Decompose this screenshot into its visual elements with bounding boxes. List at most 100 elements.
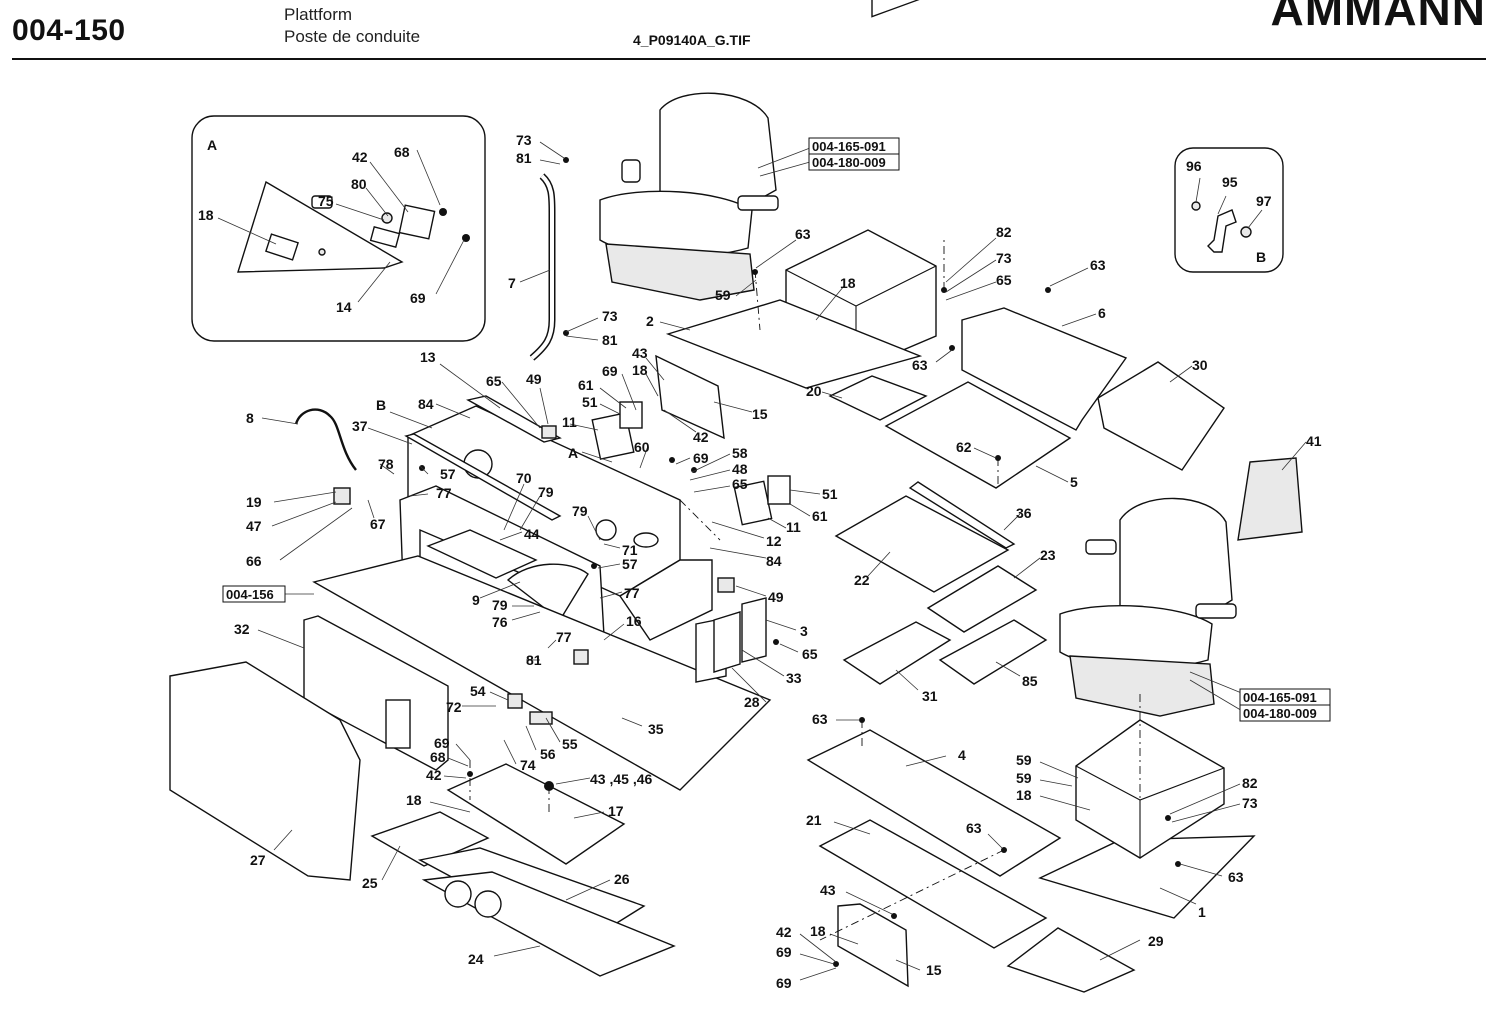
detail-a-slot	[311, 195, 333, 209]
ref-seat-top-2: 004-180-009	[812, 155, 886, 170]
part-label: 18	[840, 275, 856, 291]
mat-22	[834, 495, 1010, 593]
seat-top-armrest	[737, 195, 779, 211]
part-label: 96	[1186, 158, 1202, 174]
part-label: 18	[1016, 787, 1032, 803]
part-label: 55	[562, 736, 578, 752]
part-label: 17	[608, 803, 624, 819]
part-label: 15	[752, 406, 768, 422]
part-label: 58	[732, 445, 748, 461]
part-label: 42	[426, 767, 442, 783]
cushion-30	[1097, 361, 1225, 471]
part-label: 19	[246, 494, 262, 510]
document-number: 004-150	[12, 14, 126, 47]
part-label: 74	[520, 757, 536, 773]
part-label: 59	[1016, 752, 1032, 768]
gasket-51a	[619, 401, 643, 429]
gasket-51b	[767, 475, 791, 505]
switch-16	[573, 649, 589, 665]
handrail-inner	[530, 174, 554, 360]
detail-a-hole	[318, 248, 326, 256]
part-label: 54	[470, 683, 486, 699]
part-label: 23	[1040, 547, 1056, 563]
part-label: 18	[632, 362, 648, 378]
part-label: 6	[1098, 305, 1106, 321]
ref-seat-right-2: 004-180-009	[1243, 706, 1317, 721]
part-label: 69	[776, 944, 792, 960]
part-label: 71	[622, 542, 638, 558]
panel-6	[961, 307, 1128, 431]
console-cutout-3	[633, 532, 659, 548]
centerline	[754, 269, 761, 331]
screw	[669, 457, 675, 463]
part-label: 66	[246, 553, 262, 569]
title-line-fr: Poste de conduite	[284, 27, 421, 46]
detail-b-label: B	[1256, 249, 1266, 265]
part-label: 79	[492, 597, 508, 613]
part-label: 27	[250, 852, 266, 868]
part-label: 78	[378, 456, 394, 472]
title-block: Plattform Poste de conduite	[284, 4, 420, 48]
detail-a-washer	[381, 212, 393, 224]
part-label: 97	[1256, 193, 1272, 209]
detail-a-screw	[439, 208, 447, 216]
part-label: 37	[352, 418, 368, 434]
detail-a-plate	[265, 233, 299, 261]
part-label: 11	[562, 414, 577, 430]
switch-56	[529, 711, 553, 725]
bracket-33	[713, 611, 741, 673]
screw	[891, 913, 897, 919]
part-label: 29	[1148, 933, 1164, 949]
part-label: 28	[744, 694, 760, 710]
part-label: 69	[693, 450, 709, 466]
detail-b-frame	[1174, 147, 1284, 273]
plate-17	[446, 763, 626, 865]
part-label: 21	[806, 812, 822, 828]
header-rule	[12, 58, 1486, 60]
insulation-27	[169, 661, 361, 881]
part-label: 85	[1022, 673, 1038, 689]
part-label: 70	[516, 470, 532, 486]
part-label: 49	[526, 371, 542, 387]
part-label: 84	[418, 396, 434, 412]
base-plate-1	[1038, 835, 1256, 919]
part-label: 65	[996, 272, 1012, 288]
detail-b-bracket	[1207, 209, 1237, 253]
bracket-3	[741, 597, 767, 663]
part-label: 18	[198, 207, 214, 223]
seat-top-backrest	[659, 92, 777, 211]
part-label: 68	[394, 144, 410, 160]
part-label: 11	[786, 519, 801, 535]
part-label: 73	[516, 132, 532, 148]
part-label: 4	[958, 747, 966, 763]
ref-left-frame: 004-156	[226, 587, 274, 602]
part-label: 73	[602, 308, 618, 324]
part-label: 43 ,45 ,46	[590, 771, 652, 787]
brand-logo: AMMANN	[1270, 0, 1486, 35]
part-label: 43	[632, 345, 648, 361]
part-label: 22	[854, 572, 870, 588]
backrest-cushion	[1237, 457, 1303, 541]
seat-top-lever	[621, 159, 641, 183]
part-labels: A 42 68 80 75 18 69 14 96 95 97 B 73 81 …	[198, 132, 1322, 991]
part-label: 42	[693, 429, 709, 445]
part-label: 59	[715, 287, 731, 303]
part-label: 65	[486, 373, 502, 389]
reference-boxes: 004-165-091 004-180-009 004-165-091 004-…	[222, 137, 1331, 722]
part-label: 5	[1070, 474, 1078, 490]
part-label: 51	[822, 486, 838, 502]
part-label: 35	[648, 721, 664, 737]
mat-24-hole-1	[444, 880, 472, 908]
part-label: 36	[1016, 505, 1032, 521]
part-label: 72	[446, 699, 462, 715]
part-label: 31	[922, 688, 938, 704]
part-label: 84	[766, 553, 782, 569]
cover-15b	[837, 903, 909, 988]
bracket-panel	[385, 699, 411, 749]
pad-29	[1006, 927, 1136, 993]
part-label: 15	[926, 962, 942, 978]
main-console	[399, 405, 713, 741]
side-plate-13	[466, 395, 562, 443]
part-label: 61	[812, 508, 828, 524]
leader-lines	[217, 141, 1307, 981]
